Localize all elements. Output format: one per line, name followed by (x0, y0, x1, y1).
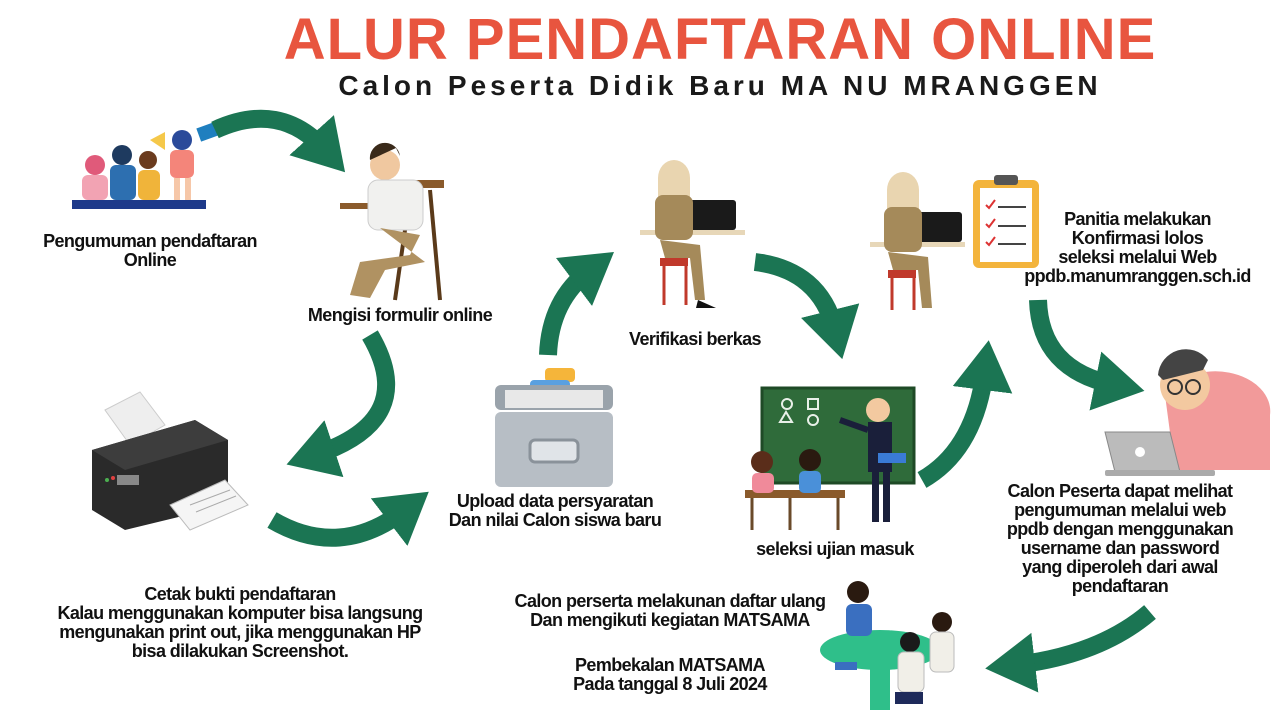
step-confirmation-label: Panitia melakukan Konfirmasi lolos selek… (1024, 209, 1251, 286)
step-upload-label: Upload data persyaratan Dan nilai Calon … (448, 491, 662, 530)
step-verification-label: Verifikasi berkas (629, 329, 762, 349)
arrow-step6-to-step7 (917, 340, 1013, 488)
page-title: ALUR PENDAFTARAN ONLINE (283, 7, 1157, 72)
step-entrance-exam-label: seleksi ujian masuk (756, 539, 914, 559)
arrow-step3-to-step4 (267, 491, 429, 547)
arrow-step2-to-step3 (286, 330, 395, 478)
arrow-step7-to-step8 (1029, 299, 1145, 411)
printer-icon (92, 391, 249, 531)
step-fill-form-label: Mengisi formulir online (307, 305, 493, 325)
arrow-step1-to-step2 (211, 109, 346, 173)
step-announcement-label: Pengumuman pendaftaran Online (43, 231, 257, 270)
arrow-step5-to-step6 (753, 253, 860, 360)
step-reregistration-label: Calon perserta melakunan daftar ulang Da… (514, 591, 826, 630)
file-cabinet-icon (495, 368, 613, 487)
classroom-icon (745, 386, 916, 530)
group-study-icon (820, 581, 955, 710)
officer-checklist-icon (870, 172, 1039, 310)
student-writing-icon (340, 142, 444, 301)
arrow-step4-to-step5 (539, 251, 614, 356)
step-view-announcement-label: Calon Peserta dapat melihat pengumuman m… (1006, 481, 1234, 596)
person-laptop-icon (1104, 349, 1271, 476)
step-print-proof-label: Cetak bukti pendaftaran Kalau menggunaka… (57, 584, 423, 661)
arrow-step8-to-step9 (985, 605, 1156, 693)
page-subtitle: Calon Peserta Didik Baru MA NU MRANGGEN (338, 70, 1102, 101)
matsama-date-label: Pembekalan MATSAMA Pada tanggal 8 Juli 2… (573, 655, 767, 694)
officer-laptop-icon (640, 160, 745, 308)
